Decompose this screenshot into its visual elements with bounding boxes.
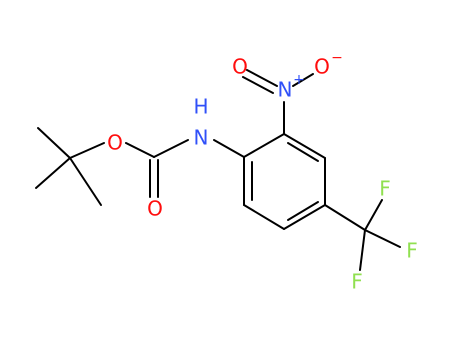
bond-cf3-f-top	[364, 199, 383, 231]
atom-amine-hydrogen: H	[193, 95, 208, 119]
ring-bond-5	[243, 204, 285, 230]
bond-nitro-double-a	[246, 69, 278, 87]
atom-fluorine-top: F	[379, 177, 391, 201]
ring-bond-4	[283, 204, 326, 230]
bond-cf3-f-right	[364, 229, 401, 248]
bond-ring-to-cf3	[324, 204, 366, 231]
atom-fluorine-bottom: F	[351, 270, 363, 294]
bond-cf3-f-bottom	[359, 229, 366, 271]
atom-nitro-nitrogen: N	[278, 78, 293, 102]
ring-bond-1	[243, 133, 285, 158]
bond-tbu-methyl-bottom	[69, 157, 102, 206]
atom-amine-nitrogen: N	[194, 126, 209, 150]
bond-tbu-methyl-left	[35, 157, 71, 189]
bond-tbu-methyl-top	[37, 127, 71, 159]
atom-nitro-oxygen-left: O	[232, 55, 248, 79]
atom-ether-oxygen: O	[107, 131, 123, 155]
nitro-negative-charge: −	[331, 50, 343, 66]
bond-carbonyl-to-nitrogen	[153, 139, 189, 158]
ring-bond-2-inner	[287, 142, 319, 162]
bond-nitrogen-to-ring	[213, 139, 245, 158]
ring-bond-2	[283, 133, 326, 159]
ring-bond-4-inner	[287, 201, 319, 221]
bond-nitro-single	[292, 73, 314, 87]
bond-nitro-double-b	[242, 76, 274, 94]
bond-oxygen-to-carbonyl	[125, 142, 155, 158]
atom-fluorine-right: F	[406, 239, 418, 263]
atom-nitro-oxygen-right: O	[314, 55, 330, 79]
atom-carbonyl-oxygen: O	[147, 197, 163, 221]
bond-tbu-to-oxygen	[69, 142, 105, 159]
nitro-positive-charge: +	[293, 72, 305, 88]
